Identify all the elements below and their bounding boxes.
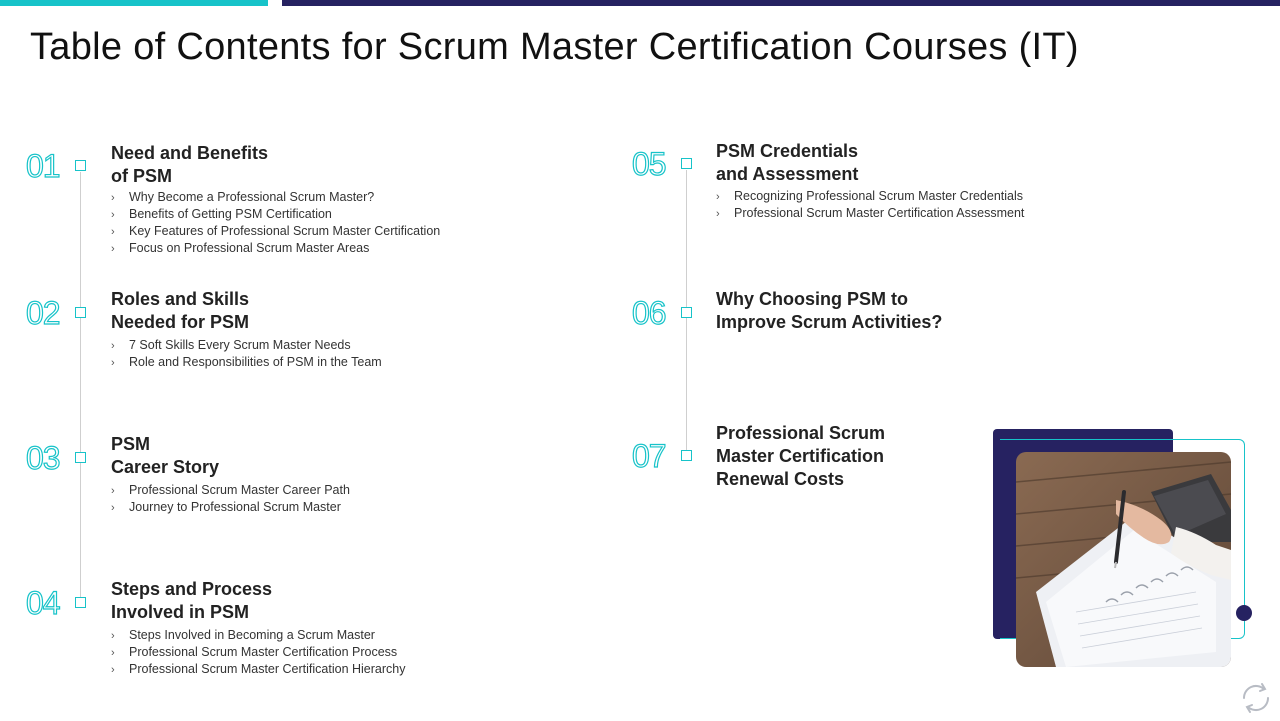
list-item: ›Professional Scrum Master Certification… — [111, 645, 398, 659]
timeline-marker — [75, 307, 86, 318]
list-item: ›Role and Responsibilities of PSM in the… — [111, 355, 382, 369]
item-number: 06 — [631, 295, 667, 331]
item-bullet-list: ›Why Become a Professional Scrum Master?… — [111, 189, 440, 257]
timeline-marker — [681, 158, 692, 169]
photo-accent-dot — [1236, 605, 1252, 621]
timeline-marker — [75, 452, 86, 463]
list-item: ›Key Features of Professional Scrum Mast… — [111, 224, 441, 238]
list-item: ›Recognizing Professional Scrum Master C… — [716, 189, 1024, 203]
item-number: 01 — [25, 148, 61, 184]
timeline-marker — [75, 160, 86, 171]
list-item: ›Professional Scrum Master Career Path — [111, 483, 350, 497]
list-item: ›7 Soft Skills Every Scrum Master Needs — [111, 338, 351, 352]
notebook-writing-photo — [1016, 452, 1231, 667]
top-accent-bar-navy — [282, 0, 1280, 6]
list-item: ›Focus on Professional Scrum Master Area… — [111, 241, 370, 255]
list-item: ›Steps Involved in Becoming a Scrum Mast… — [111, 628, 375, 642]
list-item: ›Journey to Professional Scrum Master — [111, 500, 341, 514]
list-item: ›Why Become a Professional Scrum Master? — [111, 190, 375, 204]
item-number: 07 — [631, 438, 667, 474]
item-number: 04 — [25, 585, 61, 621]
list-item: ›Professional Scrum Master Certification… — [716, 206, 1025, 220]
list-item: ›Professional Scrum Master Certification… — [111, 662, 406, 676]
item-bullet-list: ›Steps Involved in Becoming a Scrum Mast… — [111, 627, 405, 678]
timeline-line-left — [80, 172, 81, 602]
top-accent-bar-teal — [0, 0, 268, 6]
item-bullet-list: ›Professional Scrum Master Career Path ›… — [111, 482, 350, 516]
item-bullet-list: ›7 Soft Skills Every Scrum Master Needs … — [111, 337, 382, 371]
timeline-marker — [681, 307, 692, 318]
timeline-marker — [681, 450, 692, 461]
item-number: 05 — [631, 146, 667, 182]
timeline-marker — [75, 597, 86, 608]
item-number: 03 — [25, 440, 61, 476]
page-title: Table of Contents for Scrum Master Certi… — [30, 26, 1079, 68]
item-bullet-list: ›Recognizing Professional Scrum Master C… — [716, 188, 1024, 222]
refresh-cycle-icon — [1236, 680, 1276, 716]
item-number: 02 — [25, 295, 61, 331]
list-item: ›Benefits of Getting PSM Certification — [111, 207, 332, 221]
